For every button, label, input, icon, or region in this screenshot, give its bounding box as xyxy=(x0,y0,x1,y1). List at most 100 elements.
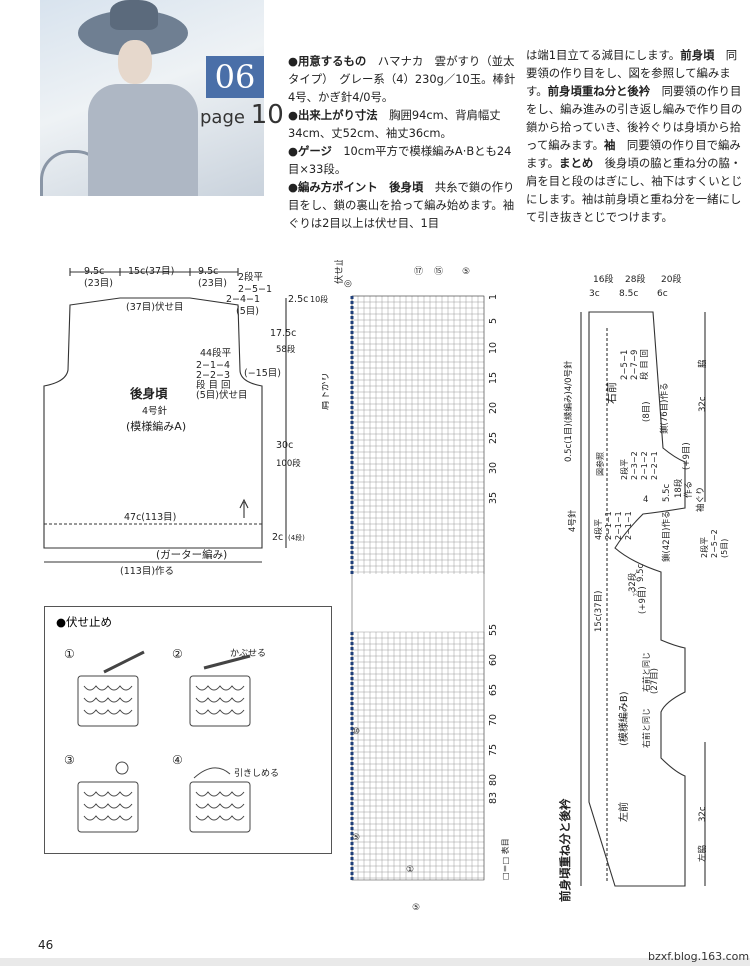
svg-text:鎖(76目)作る: 鎖(76目)作る xyxy=(659,383,670,434)
svg-text:2c: 2c xyxy=(272,532,283,543)
svg-text:②: ② xyxy=(172,647,183,661)
chart-col-marker-15: ⑮ xyxy=(434,266,443,277)
svg-text:脇: 脇 xyxy=(698,359,708,368)
svg-text:作る: 作る xyxy=(683,481,694,498)
bottom-bar xyxy=(0,958,750,966)
svg-text:16段: 16段 xyxy=(593,273,613,285)
step4-knit-fabric xyxy=(189,781,251,833)
svg-text:(5目)伏せ目: (5目)伏せ目 xyxy=(196,389,247,401)
chart-row-number: 25 xyxy=(488,432,499,444)
svg-text:(+9目): (+9目) xyxy=(638,586,648,614)
svg-text:左脇: 左脇 xyxy=(697,845,708,862)
svg-text:4号針: 4号針 xyxy=(142,405,168,417)
chart-col-marker-5: ⑤ xyxy=(462,267,470,277)
svg-text:15c(37目): 15c(37目) xyxy=(594,591,604,632)
chart-legend: □＝□ 表目 xyxy=(500,838,510,880)
back-body-outline xyxy=(43,297,263,549)
model-photo xyxy=(40,0,264,196)
pattern-number-badge: 06 xyxy=(206,56,264,98)
chart-left-marker-1: ① xyxy=(406,865,414,875)
svg-text:2段平: 2段平 xyxy=(699,537,709,558)
front-overlap-outline xyxy=(588,311,686,887)
chart-row-number: 80 xyxy=(488,774,499,786)
chart-row-number: 5 xyxy=(488,318,499,324)
svg-text:2段平: 2段平 xyxy=(619,459,629,480)
bind-off-box xyxy=(44,606,332,854)
svg-text:32c: 32c xyxy=(698,396,708,412)
finished-size-line: ●出来上がり寸法 胸囲94cm、背肩幅丈34cm、丈52cm、袖丈36cm。 xyxy=(288,108,501,140)
front-overlap-title: 前身頃重ね分と後衿 xyxy=(558,798,572,902)
svg-text:5.5c: 5.5c xyxy=(662,483,672,502)
svg-text:①: ① xyxy=(64,647,75,661)
svg-text:2−5−1: 2−5−1 xyxy=(238,284,272,295)
svg-text:段 目 回: 段 目 回 xyxy=(196,379,231,391)
svg-text:9.5c: 9.5c xyxy=(84,266,104,277)
step1-knit-fabric xyxy=(77,675,139,727)
svg-text:2−3−2: 2−3−2 xyxy=(630,451,639,480)
chart-row-number: 35 xyxy=(488,492,499,504)
svg-text:(5目): (5目) xyxy=(236,306,259,317)
svg-text:28段: 28段 xyxy=(625,273,645,285)
chart-left-marker-10: ⑩ xyxy=(352,727,360,737)
svg-text:(模様編みB): (模様編みB) xyxy=(617,691,630,746)
svg-text:図参照: 図参照 xyxy=(595,452,605,476)
chart-row-number: 15 xyxy=(488,372,499,384)
svg-text:4段平: 4段平 xyxy=(593,519,603,540)
gauge-line: ●ゲージ 10cm平方で模様編みA·Bとも24目×33段。 xyxy=(288,144,512,176)
svg-text:2段平: 2段平 xyxy=(238,271,264,283)
svg-text:4号針: 4号針 xyxy=(567,509,578,532)
svg-text:(37目)伏せ目: (37目)伏せ目 xyxy=(126,301,184,313)
page-number: 46 xyxy=(38,938,54,952)
chart-bottom-marker: ⑤ xyxy=(412,903,420,913)
instructions-left-column: ●用意するもの ハマナカ 雲がすり（並太タイプ） グレー系（4）230g／10玉… xyxy=(288,52,518,232)
chart-row-number: 30 xyxy=(488,462,499,474)
svg-text:(−15目): (−15目) xyxy=(244,368,281,379)
svg-text:③: ③ xyxy=(64,753,75,767)
svg-text:6c: 6c xyxy=(657,289,668,299)
svg-text:2−1−1: 2−1−1 xyxy=(604,511,613,540)
svg-text:(27目): (27目) xyxy=(650,668,660,694)
svg-text:2−5−1: 2−5−1 xyxy=(620,350,630,380)
step3-knit-fabric xyxy=(77,781,139,833)
svg-text:☆: ☆ xyxy=(631,588,640,599)
svg-text:44段平: 44段平 xyxy=(200,347,232,359)
svg-text:32段: 32段 xyxy=(627,572,638,592)
front-overlap-diagram: 16段 28段 20段 3c 8.5c 6c 0.5c(1目)(縁編み)4/0号… xyxy=(558,273,729,902)
svg-text:右前と同じ: 右前と同じ xyxy=(641,652,651,692)
svg-text:●伏せ止め: ●伏せ止め xyxy=(56,615,112,629)
chart-row-number: 83 xyxy=(488,792,499,804)
svg-text:(5目): (5目) xyxy=(720,539,729,558)
page-reference: page 10 xyxy=(200,100,284,130)
svg-text:100段: 100段 xyxy=(276,458,301,469)
svg-text:右前と同じ: 右前と同じ xyxy=(641,708,651,748)
chart-top-marker: ◎ xyxy=(344,279,352,289)
step2-knit-fabric xyxy=(189,675,251,727)
chart-row-number: 10 xyxy=(488,342,499,354)
chart-row-number: 60 xyxy=(488,654,499,666)
svg-text:2−2−3: 2−2−3 xyxy=(196,370,230,381)
svg-text:15c(37目): 15c(37目) xyxy=(128,266,174,277)
chart-row-number: 1 xyxy=(488,294,499,300)
svg-text:2−4−1: 2−4−1 xyxy=(226,294,260,305)
chart-row-number: 55 xyxy=(488,624,499,636)
chart-left-marker-5: ⑤ xyxy=(352,833,360,843)
chart-row-number: 20 xyxy=(488,402,499,414)
svg-text:30c: 30c xyxy=(276,440,293,451)
svg-text:2−1−4: 2−1−4 xyxy=(196,360,230,371)
svg-text:(模様編みA): (模様編みA) xyxy=(126,419,186,433)
svg-text:18段: 18段 xyxy=(673,478,684,498)
svg-text:17.5c: 17.5c xyxy=(270,328,296,339)
svg-text:(113目)作る: (113目)作る xyxy=(120,565,174,577)
knitting-points-line: ●編み方ポイント 後身頃 共糸で鎖の作り目をし、鎖の裏山を拾って編み始めます。袖… xyxy=(288,180,515,230)
svg-text:2−5−2: 2−5−2 xyxy=(710,529,719,558)
svg-text:0.5c(1目)(縁編み)4/0号針: 0.5c(1目)(縁編み)4/0号針 xyxy=(563,360,574,462)
svg-text:段 目 回: 段 目 回 xyxy=(639,349,650,380)
svg-text:4: 4 xyxy=(643,495,648,505)
svg-text:後身頃: 後身頃 xyxy=(130,386,168,401)
svg-text:(ガーター編み): (ガーター編み) xyxy=(156,548,227,561)
svg-text:(4段): (4段) xyxy=(288,533,305,542)
materials-line: ●用意するもの ハマナカ 雲がすり（並太タイプ） グレー系（4）230g／10玉… xyxy=(288,54,516,104)
svg-text:かぶせる: かぶせる xyxy=(230,648,266,659)
svg-text:(23目): (23目) xyxy=(84,278,113,289)
svg-text:2−1−1: 2−1−1 xyxy=(614,511,623,540)
